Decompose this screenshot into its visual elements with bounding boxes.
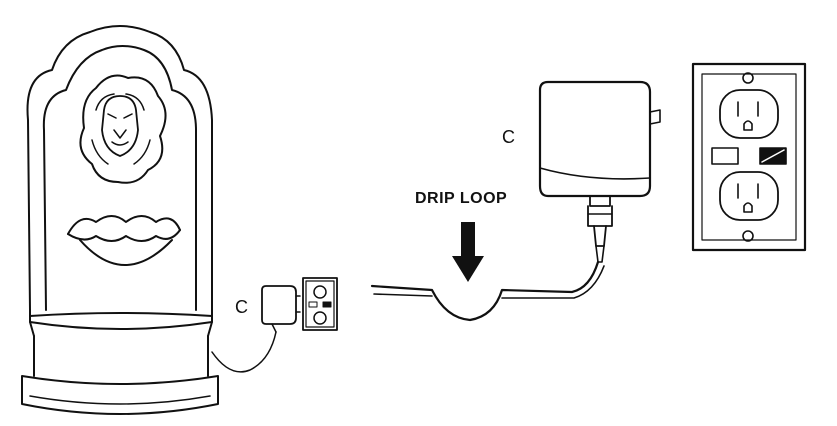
lion-fountain-icon — [21, 25, 219, 415]
power-cord-small — [211, 331, 277, 373]
power-adapter-large-icon — [538, 80, 661, 263]
lion-head — [79, 74, 167, 184]
drip-loop-cord — [370, 260, 600, 322]
drip-loop-label: DRIP LOOP — [415, 190, 508, 207]
adapter-label-small: C — [235, 297, 248, 317]
down-arrow-icon — [452, 222, 484, 282]
wall-outlet-large-icon — [691, 62, 807, 252]
wall-outlet-icon — [302, 277, 338, 331]
power-adapter-icon — [261, 285, 301, 333]
adapter-label-large: C — [502, 127, 515, 147]
